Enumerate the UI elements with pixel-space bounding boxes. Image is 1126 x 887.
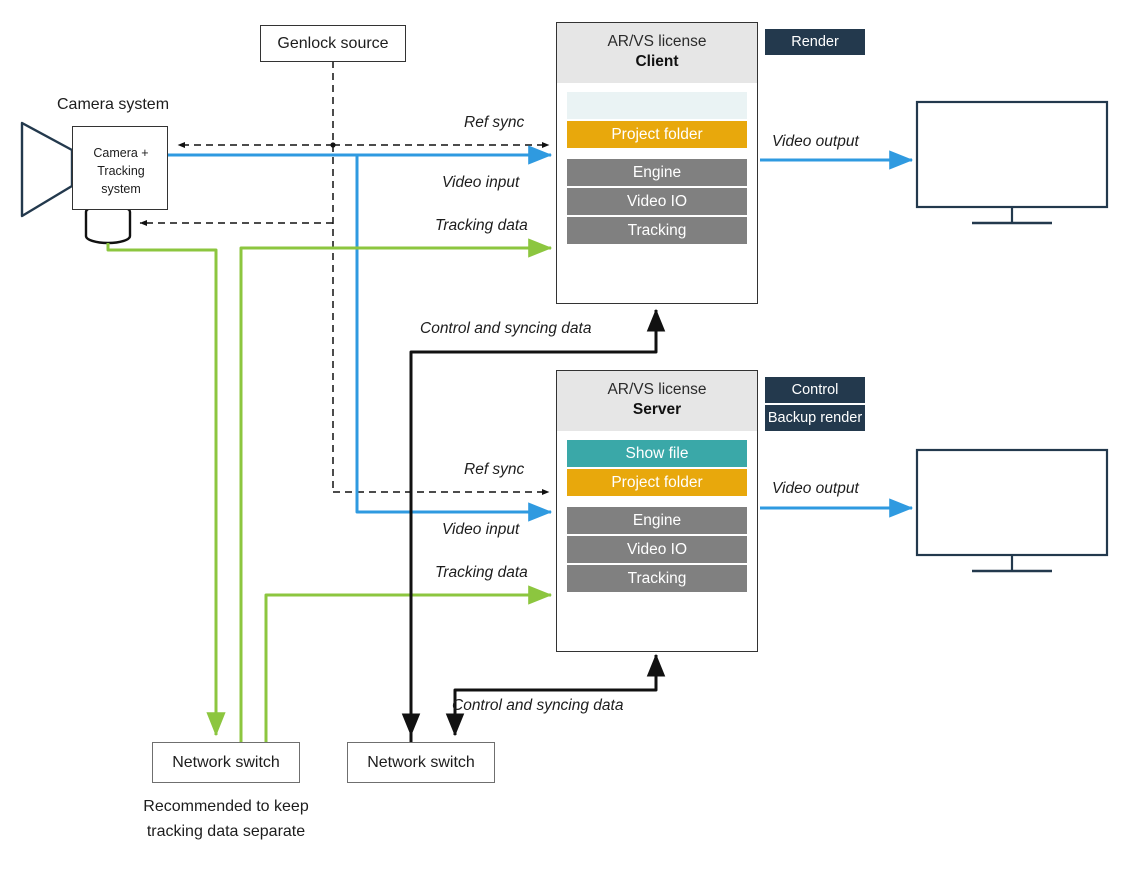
client-slot-gap bbox=[567, 150, 747, 159]
monitor-server-icon bbox=[915, 448, 1109, 573]
camera-box-line1: Camera + bbox=[93, 146, 149, 160]
switch-note-line2: tracking data separate bbox=[146, 823, 306, 840]
network-switch-control: Network switch bbox=[347, 742, 495, 783]
server-slot-tracking: Tracking bbox=[567, 564, 747, 592]
camera-lens-icon bbox=[20, 121, 74, 218]
label-ref-sync-client: Ref sync bbox=[464, 114, 525, 131]
genlock-source-box: Genlock source bbox=[260, 25, 406, 62]
wire-tracking-switch-to-server bbox=[264, 585, 553, 742]
camera-tracking-box: Camera + Tracking system bbox=[72, 126, 168, 210]
label-tracking-data-client: Tracking data bbox=[435, 217, 528, 234]
label-video-input-server: Video input bbox=[442, 521, 520, 538]
server-machine-box: AR/VS license Server Show file Project f… bbox=[556, 370, 758, 652]
server-badge-control: Control bbox=[765, 377, 865, 403]
label-tracking-data-server: Tracking data bbox=[435, 564, 528, 581]
client-slot-list: Project folder Engine Video IO Tracking bbox=[557, 83, 757, 256]
client-slot-tracking: Tracking bbox=[567, 216, 747, 244]
server-slot-engine: Engine bbox=[567, 506, 747, 534]
server-slot-video-io: Video IO bbox=[567, 535, 747, 563]
label-video-output-server: Video output bbox=[772, 480, 859, 497]
server-badge-backup-render: Backup render bbox=[765, 405, 865, 431]
switch-note-line1: Recommended to keep bbox=[143, 798, 309, 815]
camera-tracking-disc-icon bbox=[84, 203, 132, 245]
client-slot-project-folder: Project folder bbox=[567, 120, 747, 148]
camera-system-title: Camera system bbox=[57, 96, 170, 113]
wire-junction-dot bbox=[330, 142, 336, 148]
client-machine-box: AR/VS license Client Project folder Engi… bbox=[556, 22, 758, 304]
server-slot-show-file: Show file bbox=[567, 439, 747, 467]
network-switch-tracking: Network switch bbox=[152, 742, 300, 783]
server-slot-gap bbox=[567, 498, 747, 507]
server-slot-project-folder: Project folder bbox=[567, 468, 747, 496]
client-slot-empty bbox=[567, 91, 747, 119]
client-slot-video-io: Video IO bbox=[567, 187, 747, 215]
label-ref-sync-server: Ref sync bbox=[464, 461, 525, 478]
wire-video-input-server bbox=[355, 155, 553, 522]
client-badge-render: Render bbox=[765, 29, 865, 55]
label-video-output-client: Video output bbox=[772, 133, 859, 150]
camera-box-line2: Tracking bbox=[97, 164, 145, 178]
client-header: AR/VS license Client bbox=[557, 23, 757, 83]
server-slot-list: Show file Project folder Engine Video IO… bbox=[557, 431, 757, 604]
label-control-client: Control and syncing data bbox=[420, 320, 592, 337]
label-control-server: Control and syncing data bbox=[452, 697, 624, 714]
server-license-label: AR/VS license bbox=[607, 381, 707, 398]
client-role-label: Client bbox=[635, 53, 679, 71]
server-role-label: Server bbox=[632, 401, 682, 419]
client-license-label: AR/VS license bbox=[607, 33, 707, 50]
server-header: AR/VS license Server bbox=[557, 371, 757, 431]
client-slot-engine: Engine bbox=[567, 158, 747, 186]
wire-tracking-disc-to-switch bbox=[106, 243, 226, 737]
wire-tracking-switch-to-client bbox=[239, 238, 553, 742]
camera-box-line3: system bbox=[101, 182, 141, 196]
label-video-input-client: Video input bbox=[442, 174, 520, 191]
monitor-client-icon bbox=[915, 100, 1109, 225]
